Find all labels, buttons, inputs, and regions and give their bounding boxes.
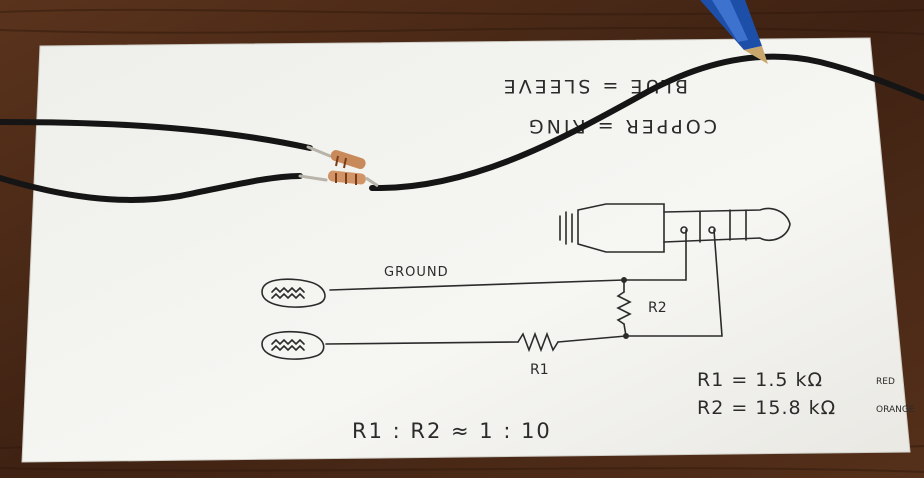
soldered-resistors bbox=[327, 150, 379, 188]
ratio-note: R1 : R2 ≈ 1 : 10 bbox=[352, 419, 552, 443]
r1-label: R1 bbox=[530, 362, 549, 378]
r2-color: ORANGE bbox=[876, 405, 915, 415]
earbud-bottom bbox=[261, 330, 325, 360]
ground-wire bbox=[329, 229, 687, 291]
r2-label: R2 bbox=[648, 300, 667, 316]
resistor-r1-symbol bbox=[517, 331, 559, 353]
trs-plug bbox=[559, 203, 791, 253]
note-blue-sleeve: BLUE = SLEEVE bbox=[501, 75, 688, 97]
resistor-body-1 bbox=[330, 150, 366, 170]
cable-upper-left bbox=[0, 119, 313, 151]
paper-card bbox=[21, 37, 911, 463]
ground-label: GROUND bbox=[384, 265, 449, 280]
cable-lower-left bbox=[0, 173, 303, 203]
earbud-top bbox=[261, 278, 326, 308]
resistor-r2-symbol bbox=[616, 291, 632, 325]
audio-cables bbox=[0, 53, 924, 203]
r1-value: R1 = 1.5 kΩ bbox=[697, 369, 823, 391]
note-copper-ring: COPPER = RING bbox=[526, 115, 717, 137]
schematic bbox=[261, 203, 791, 360]
ballpoint-pen bbox=[700, 0, 768, 64]
wire-end-upper bbox=[306, 145, 332, 158]
cable-long-right bbox=[369, 53, 924, 192]
r2-value: R2 = 15.8 kΩ bbox=[697, 397, 836, 419]
wire-end-lower bbox=[298, 174, 328, 182]
signal-wire bbox=[325, 341, 519, 345]
r1-color: RED bbox=[876, 377, 895, 387]
